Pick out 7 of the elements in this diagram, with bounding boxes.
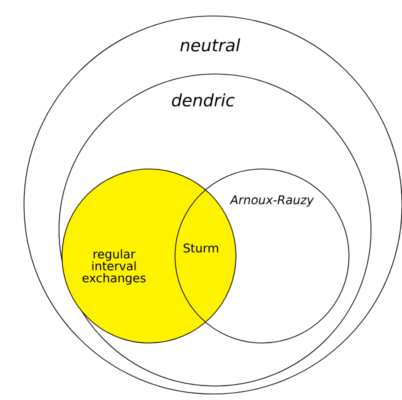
inner-circle [58,74,372,386]
set-label: Arnoux-Rauzy [230,195,314,207]
overlapping-circle [174,168,350,344]
set-label: regular interval exchanges [82,249,146,285]
set-label: neutral [180,38,240,52]
intersection-label: Sturm [184,243,218,253]
set-label: dendric [172,93,235,107]
